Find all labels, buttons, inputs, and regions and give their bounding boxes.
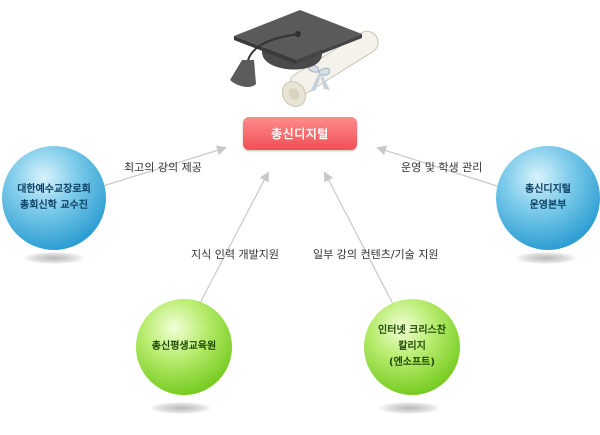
edge-label-ops: 운영 및 학생 관리 — [401, 161, 483, 174]
edge-label-edu: 지식 인력 개발지원 — [191, 248, 279, 261]
node-shadow — [24, 252, 84, 264]
node-edu: 총신평생교육원 — [136, 299, 232, 395]
node-college: 인터넷 크리스찬 칼리지 (엔소프트) — [364, 299, 460, 395]
center-node: 총신디지털 — [243, 117, 357, 150]
edge-label-faculty: 최고의 강의 제공 — [124, 161, 202, 174]
node-ops-label: 총신디지털 운영본부 — [525, 184, 571, 211]
node-edu-label: 총신평생교육원 — [151, 341, 217, 352]
graduation-cap-diploma-icon — [230, 10, 379, 107]
center-node-label: 총신디지털 — [271, 127, 329, 141]
node-faculty-label: 대한예수교장로회 총회신학 교수진 — [17, 184, 91, 211]
node-ops: 총신디지털 운영본부 — [496, 146, 600, 250]
arrow-edu — [199, 171, 269, 304]
node-shadow — [379, 402, 439, 414]
node-shadow — [151, 402, 211, 414]
arrow-college — [324, 171, 395, 307]
arrow-ops — [376, 145, 498, 187]
node-college-label: 인터넷 크리스찬 칼리지 (엔소프트) — [378, 325, 446, 368]
edge-label-college: 일부 강의 컨텐츠/기술 지원 — [313, 248, 439, 261]
node-faculty: 대한예수교장로회 총회신학 교수진 — [2, 146, 106, 250]
arrow-faculty — [102, 145, 227, 187]
node-shadow — [516, 252, 576, 264]
